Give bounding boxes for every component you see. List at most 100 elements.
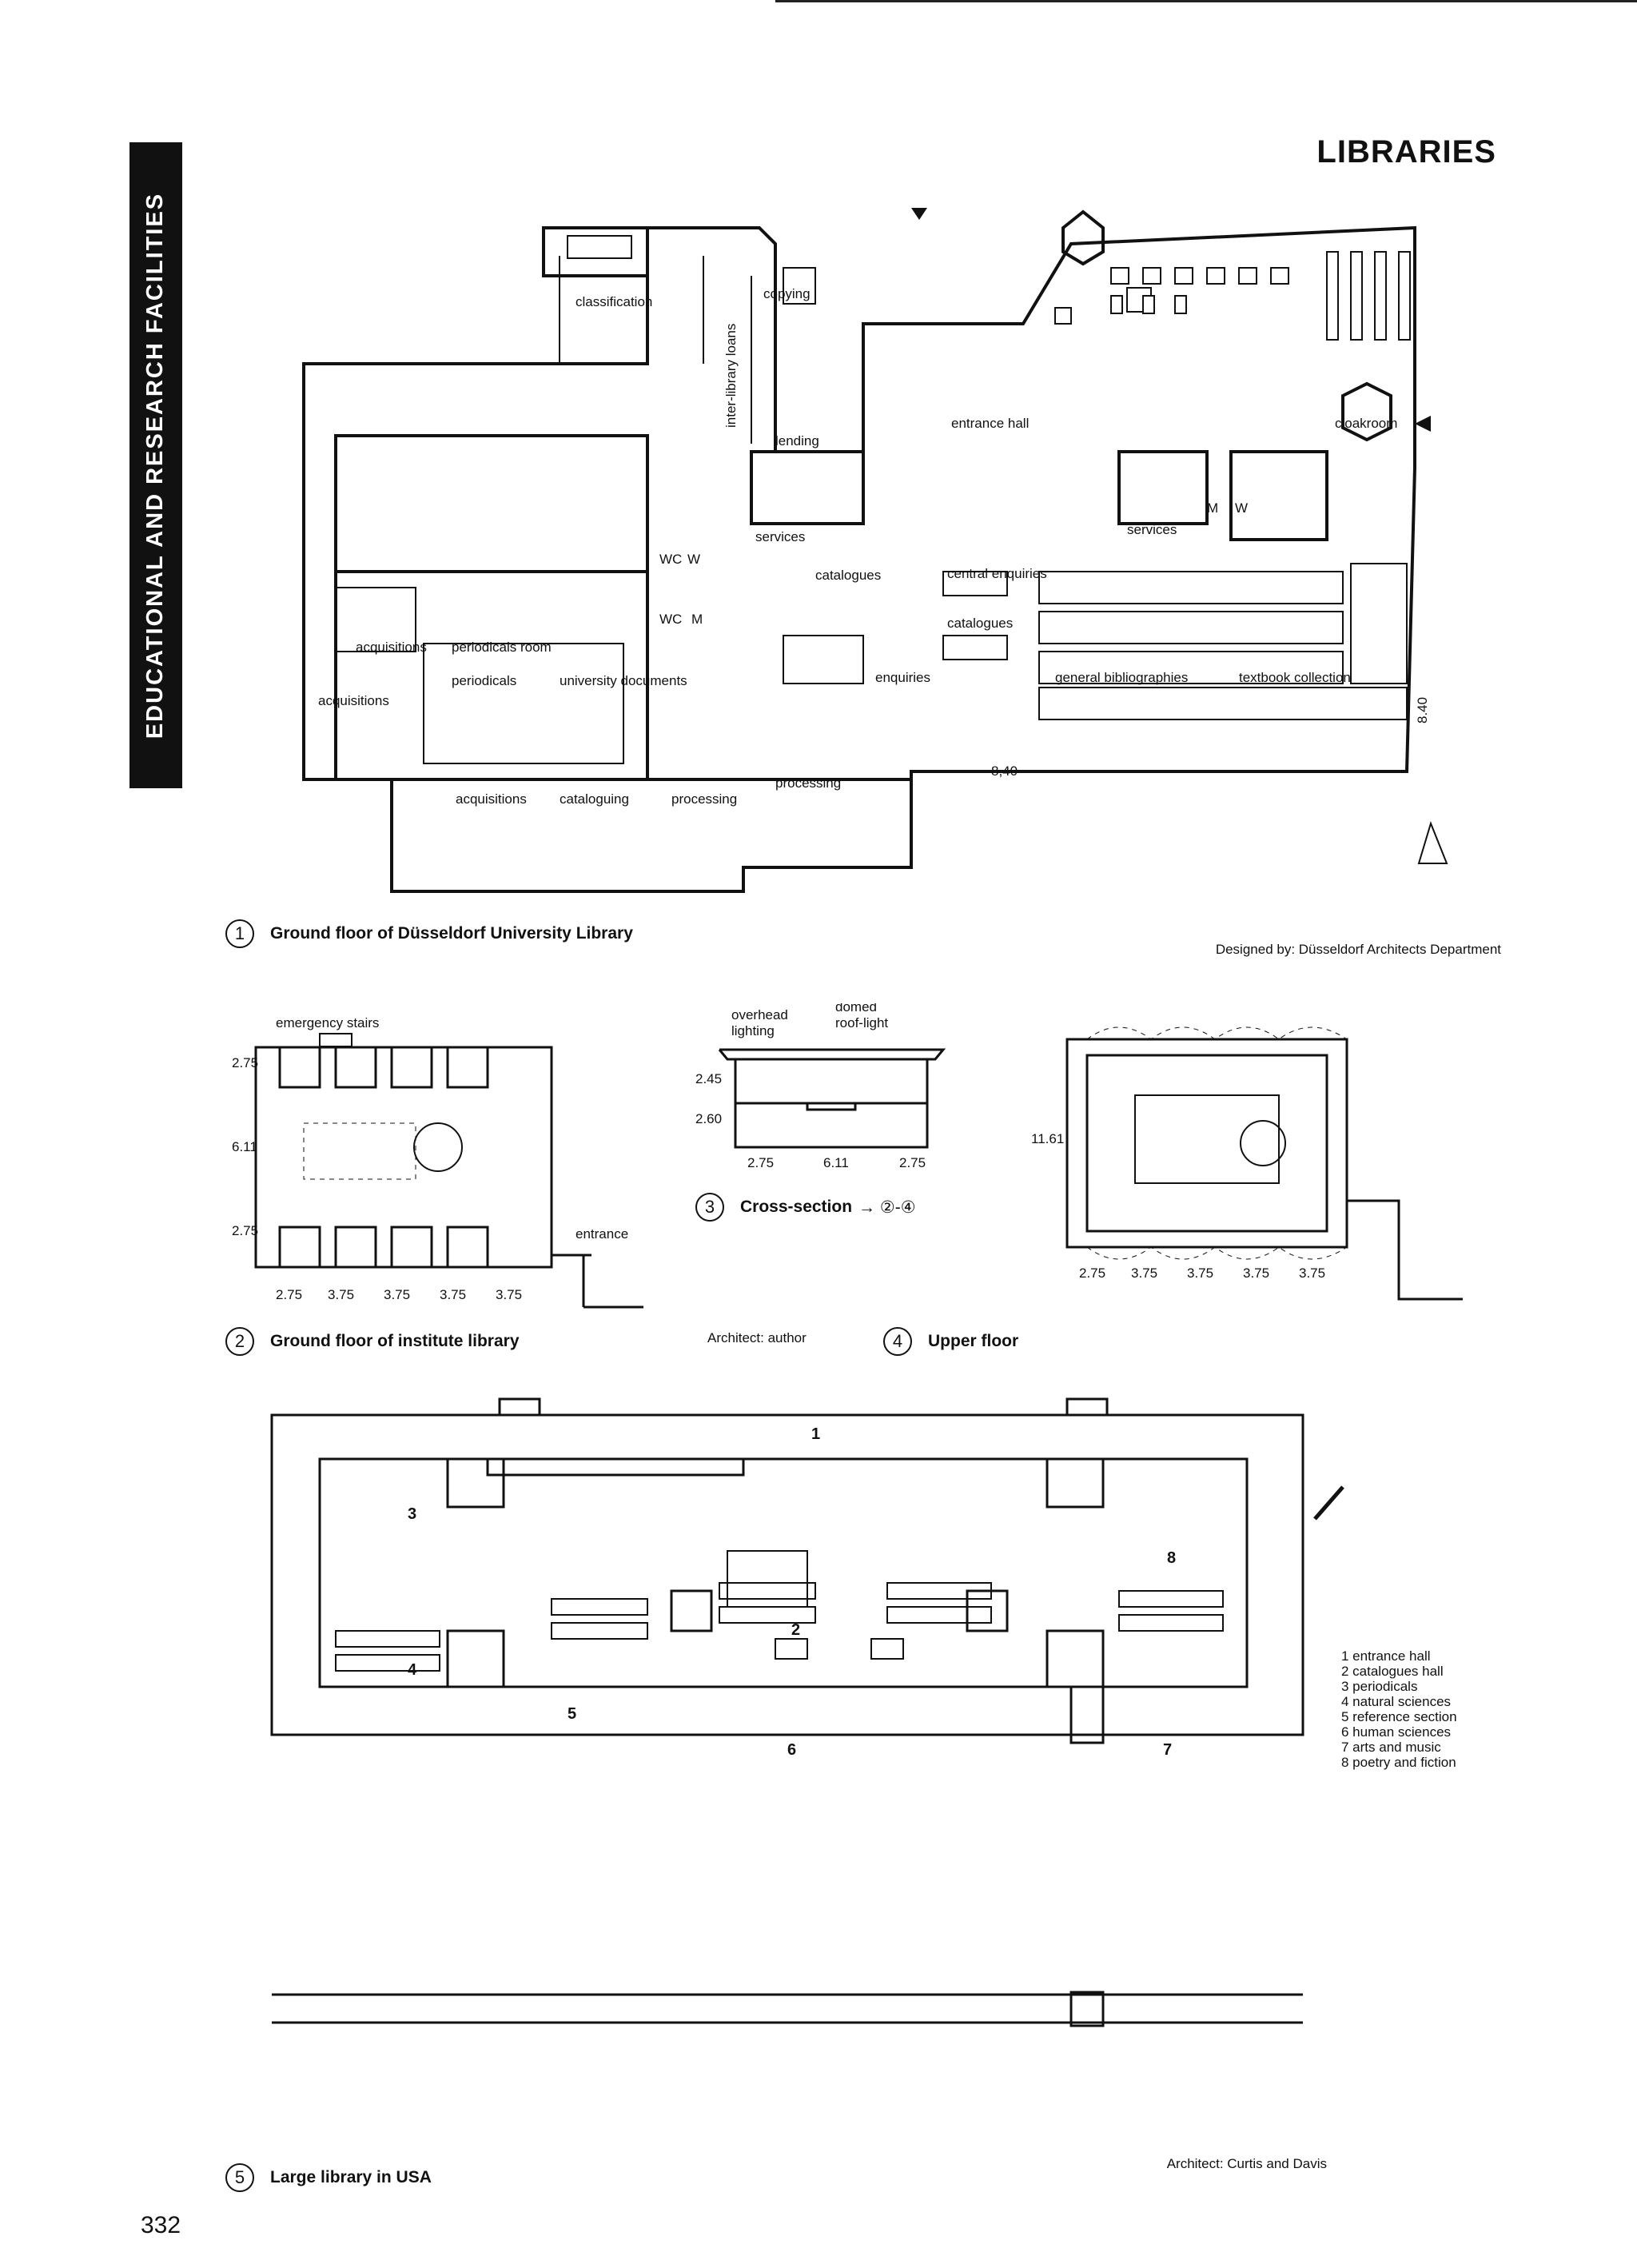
figure1-caption: 1 Ground floor of Düsseldorf University … xyxy=(225,919,633,948)
label-cloakroom: cloakroom xyxy=(1335,416,1397,431)
top-rule xyxy=(775,0,1637,2)
figure3-caption-text: Cross-section xyxy=(740,1198,853,1216)
zone-label-8: 8 xyxy=(1167,1549,1176,1567)
label-periodicals-room: periodicals room xyxy=(452,640,552,655)
figure1-caption-text: Ground floor of Düsseldorf University Li… xyxy=(270,924,633,943)
label-dim-2: 6.11 xyxy=(232,1139,257,1154)
label-dim-b5: 3.75 xyxy=(496,1287,522,1302)
label-catalogues-mid: catalogues xyxy=(947,616,1013,631)
label-wc2: WC xyxy=(659,612,682,627)
label-w2: W xyxy=(1235,500,1248,516)
figure1-credit: Designed by: Düsseldorf Architects Depar… xyxy=(1215,942,1501,957)
legend-item: 8 poetry and fiction xyxy=(1341,1755,1456,1770)
legend-item: 1 entrance hall xyxy=(1341,1648,1431,1664)
figure2-credit: Architect: author xyxy=(707,1330,807,1345)
figure5-caption: 5 Large library in USA xyxy=(225,2163,432,2192)
legend-item: 5 reference section xyxy=(1341,1709,1457,1724)
label-wc1: WC xyxy=(659,552,682,567)
label-enquiries: enquiries xyxy=(875,670,930,685)
label-b1: 2.75 xyxy=(1079,1266,1105,1281)
figure5-caption-text: Large library in USA xyxy=(270,2168,432,2186)
label-h1: 2.45 xyxy=(695,1071,722,1086)
label-dim-3: 2.75 xyxy=(232,1223,258,1238)
label-entrance-hall: entrance hall xyxy=(951,416,1029,431)
figure5-credit: Architect: Curtis and Davis xyxy=(1166,2156,1327,2171)
label-university-documents: university documents xyxy=(560,673,687,688)
figure2-caption-text: Ground floor of institute library xyxy=(270,1332,520,1350)
label-acquisitions-mid: acquisitions xyxy=(318,693,389,708)
figure3-section: overhead lighting domed roof-light 2.45 … xyxy=(695,1003,946,1170)
figure1-number: 1 xyxy=(225,919,254,948)
figure4-number: 4 xyxy=(883,1327,912,1356)
label-general-bibliographies: general bibliographies xyxy=(1055,670,1188,685)
zone-label-6: 6 xyxy=(787,1741,796,1759)
label-h2: 2.60 xyxy=(695,1111,722,1126)
zone-label-7: 7 xyxy=(1163,1741,1172,1759)
label-entrance: entrance xyxy=(576,1226,628,1242)
figure3-number: 3 xyxy=(695,1193,724,1222)
label-textbook-collection: textbook collection xyxy=(1239,670,1351,685)
legend-item: 4 natural sciences xyxy=(1341,1694,1452,1709)
figure2-caption: 2 Ground floor of institute library xyxy=(225,1327,520,1356)
label-acquisitions-bottom: acquisitions xyxy=(456,791,527,807)
label-processing-right: processing xyxy=(775,775,841,791)
legend-item: 2 catalogues hall xyxy=(1341,1664,1444,1679)
page-number: 332 xyxy=(141,2212,181,2238)
north-arrow-shaft-icon xyxy=(1313,1485,1344,1521)
label-copying: copying xyxy=(763,286,811,301)
label-b5: 3.75 xyxy=(1299,1266,1325,1281)
label-processing-bottom: processing xyxy=(671,791,737,807)
figure1-plan: classification copying inter-library loa… xyxy=(302,208,1448,893)
label-dimension-v: 8.40 xyxy=(1415,697,1430,723)
label-cataloguing: cataloguing xyxy=(560,791,629,807)
label-w3: 2.75 xyxy=(899,1155,926,1170)
entrance-arrow-icon xyxy=(1415,416,1431,432)
figure5-number: 5 xyxy=(225,2163,254,2192)
label-m1: M xyxy=(691,612,703,627)
label-b3: 3.75 xyxy=(1187,1266,1213,1281)
section-band: EDUCATIONAL AND RESEARCH FACILITIES xyxy=(129,142,182,788)
label-dim-b1: 2.75 xyxy=(276,1287,302,1302)
label-periodicals: periodicals xyxy=(452,673,516,688)
figure4-caption-text: Upper floor xyxy=(928,1332,1019,1350)
north-triangle-icon xyxy=(1417,820,1448,864)
label-dimension-h: 8,40 xyxy=(991,763,1018,779)
label-dim-b2: 3.75 xyxy=(328,1287,354,1302)
label-central-enquiries: central enquiries xyxy=(947,566,1047,581)
label-services-left: services xyxy=(755,529,805,544)
label-overhead: overhead xyxy=(731,1007,788,1022)
label-catalogues-top: catalogues xyxy=(815,568,881,583)
label-m2: M xyxy=(1207,500,1218,516)
label-roof-light: roof-light xyxy=(835,1015,888,1030)
label-emergency-stairs: emergency stairs xyxy=(276,1015,379,1030)
entrance-arrow-icon xyxy=(911,208,927,220)
label-domed: domed xyxy=(835,1003,877,1014)
label-acquisitions-top: acquisitions xyxy=(356,640,427,655)
label-w1: W xyxy=(687,552,700,567)
section-band-text: EDUCATIONAL AND RESEARCH FACILITIES xyxy=(142,192,169,739)
figure4-plan: 11.61 2.75 3.75 3.75 3.75 3.75 xyxy=(1031,1026,1463,1301)
page-header: LIBRARIES xyxy=(1316,134,1496,169)
label-inter-library-loans: inter-library loans xyxy=(723,324,739,428)
figure3-caption: 3 Cross-section → ②-④ xyxy=(695,1193,916,1222)
label-dim-b3: 3.75 xyxy=(384,1287,410,1302)
label-lighting: lighting xyxy=(731,1023,775,1038)
legend-item: 7 arts and music xyxy=(1341,1740,1441,1755)
label-height: 11.61 xyxy=(1031,1131,1064,1146)
zone-label-5: 5 xyxy=(568,1705,576,1723)
label-b2: 3.75 xyxy=(1131,1266,1157,1281)
zone-label-1: 1 xyxy=(811,1425,820,1443)
figure2-plan: emergency stairs entrance 2.75 6.11 2.75… xyxy=(232,1015,643,1309)
label-dim-1: 2.75 xyxy=(232,1055,258,1070)
label-classification: classification xyxy=(576,294,652,309)
label-b4: 3.75 xyxy=(1243,1266,1269,1281)
label-lending: lending xyxy=(775,433,819,448)
zone-label-2: 2 xyxy=(791,1621,800,1639)
legend-item: 3 periodicals xyxy=(1341,1679,1418,1694)
figure2-number: 2 xyxy=(225,1327,254,1356)
label-dim-b4: 3.75 xyxy=(440,1287,466,1302)
legend-item: 6 human sciences xyxy=(1341,1724,1452,1740)
figure4-caption: 4 Upper floor xyxy=(883,1327,1018,1356)
